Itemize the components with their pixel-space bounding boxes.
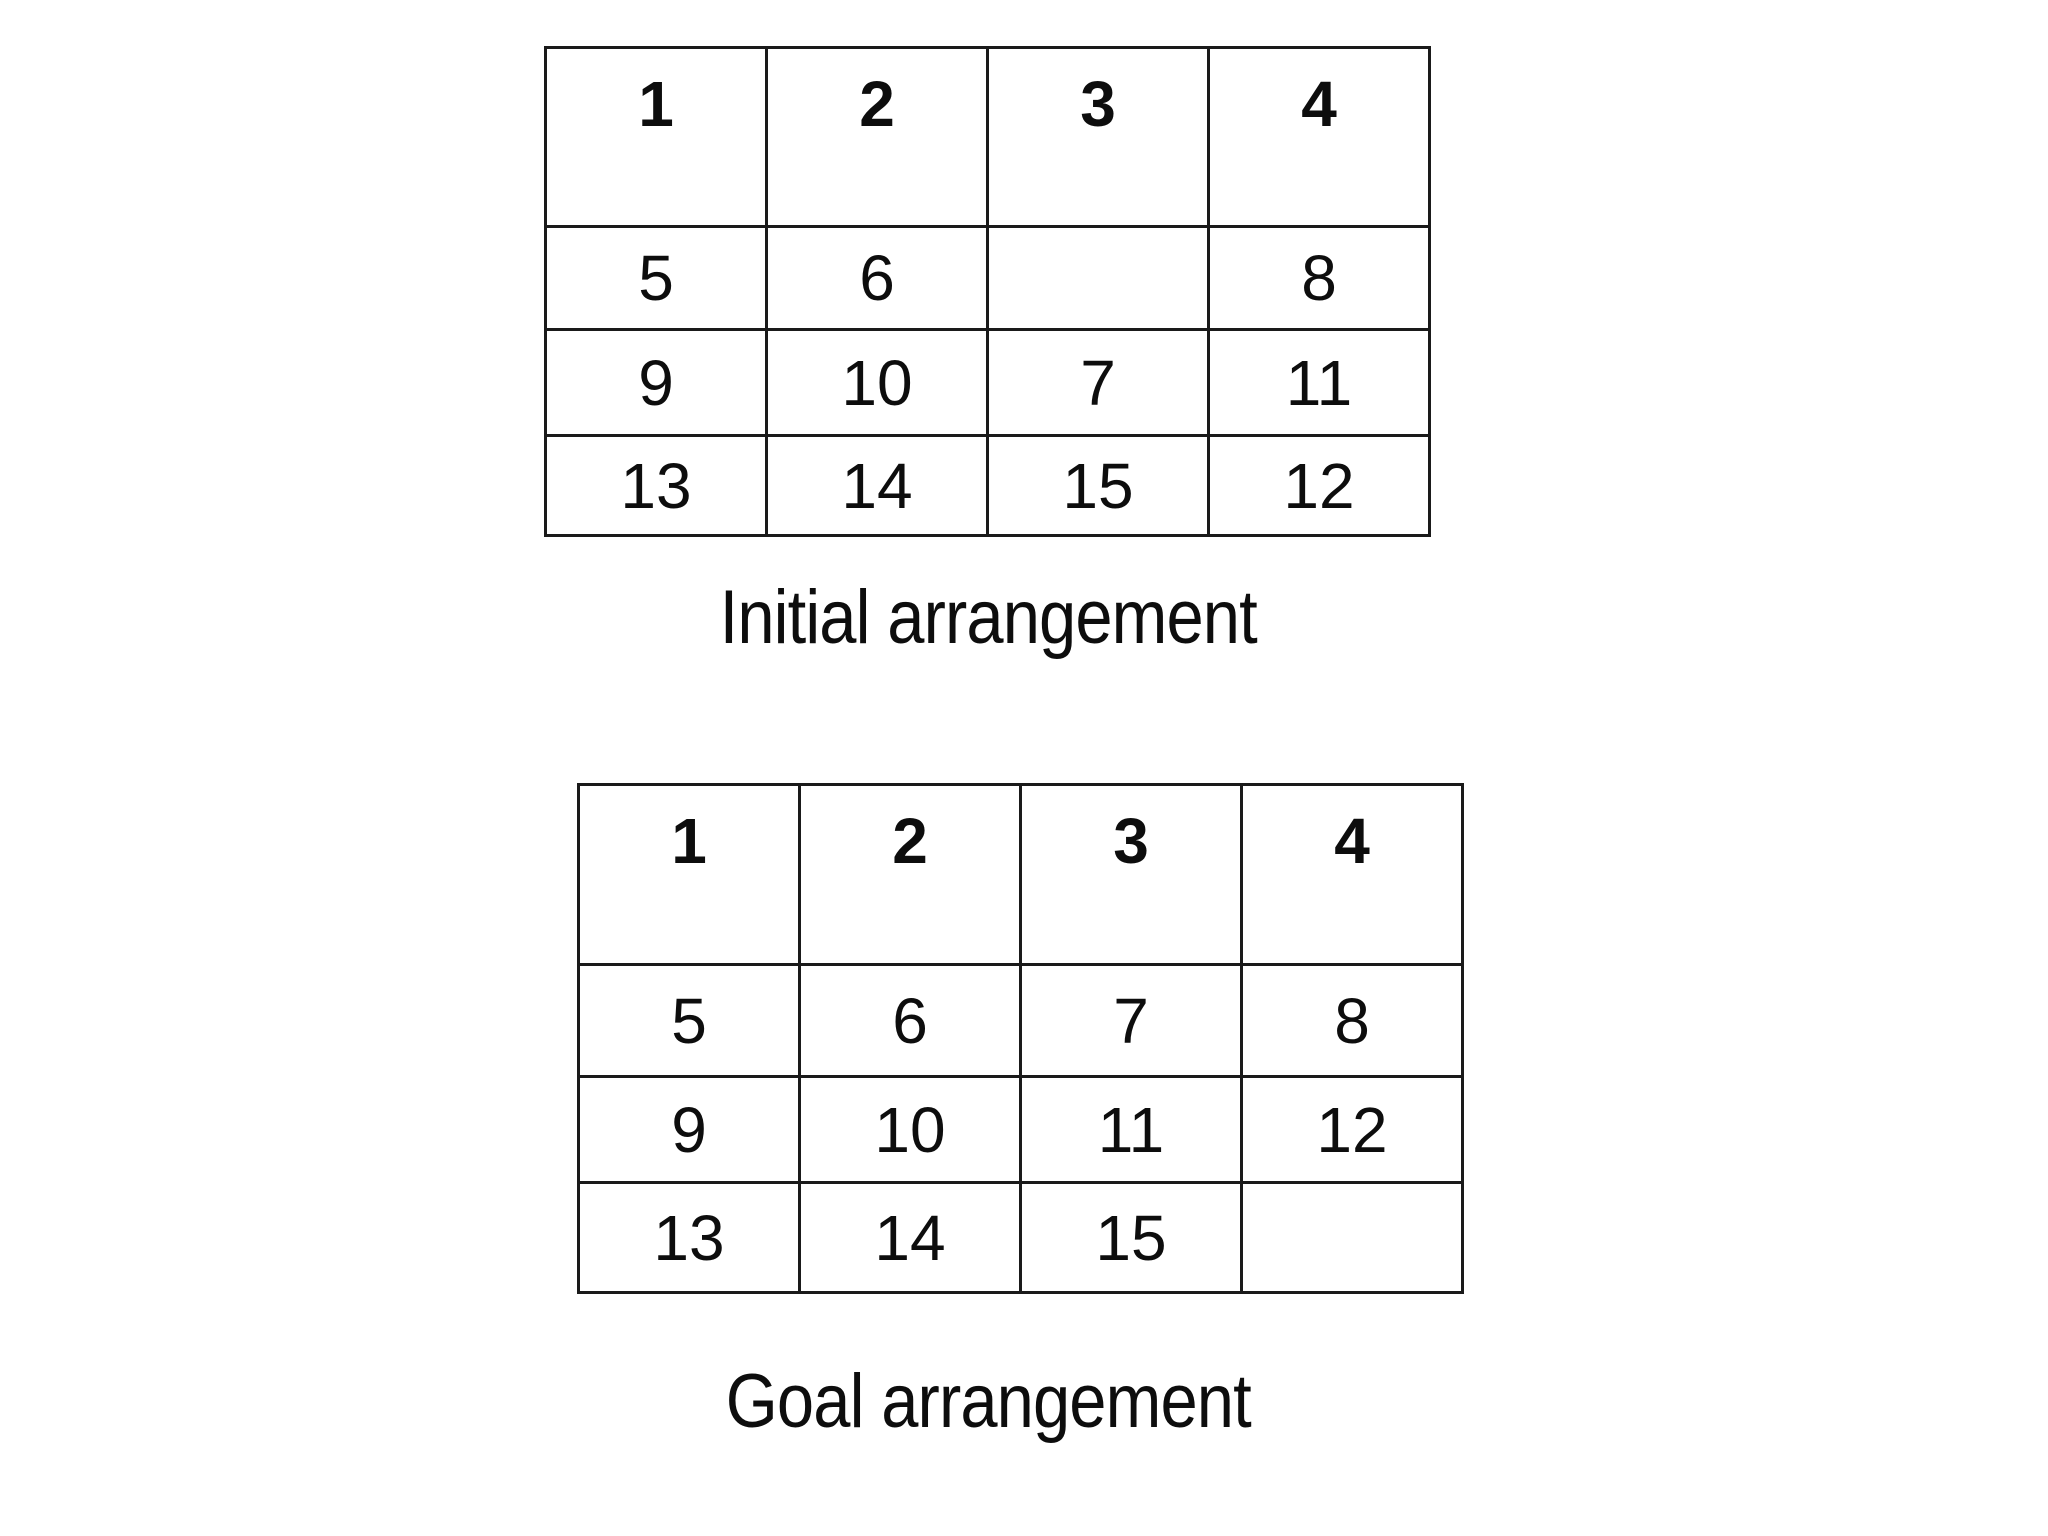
- initial-header-cell: 2: [765, 46, 989, 228]
- initial-tile: 15: [986, 434, 1210, 537]
- goal-header-cell: 1: [577, 783, 801, 966]
- initial-tile: 6: [765, 225, 989, 331]
- initial-tile: 9: [544, 328, 768, 437]
- goal-header-cell: 4: [1240, 783, 1464, 966]
- goal-tile: 11: [1019, 1075, 1243, 1184]
- goal-tile: 7: [1019, 963, 1243, 1078]
- initial-tile: 7: [986, 328, 1210, 437]
- initial-row: 13 14 15 12: [544, 434, 1431, 537]
- goal-tile: 6: [798, 963, 1022, 1078]
- goal-caption: Goal arrangement: [488, 1358, 1488, 1445]
- initial-row: 5 6 8: [544, 225, 1431, 331]
- initial-tile: 8: [1207, 225, 1431, 331]
- initial-tile: 12: [1207, 434, 1431, 537]
- initial-caption-text: Initial arrangement: [719, 575, 1257, 660]
- goal-tile: 9: [577, 1075, 801, 1184]
- goal-tile: 8: [1240, 963, 1464, 1078]
- initial-header-cell: 4: [1207, 46, 1431, 228]
- goal-tile: 12: [1240, 1075, 1464, 1184]
- goal-tile: 14: [798, 1181, 1022, 1294]
- initial-empty-cell: [986, 225, 1210, 331]
- goal-row: 13 14 15: [577, 1181, 1464, 1294]
- goal-tile: 15: [1019, 1181, 1243, 1294]
- goal-header-cell: 3: [1019, 783, 1243, 966]
- goal-arrangement-grid: 1 2 3 4 5 6 7 8 9 10 11 12 13 14 15: [577, 783, 1464, 1294]
- initial-tile: 5: [544, 225, 768, 331]
- goal-empty-cell: [1240, 1181, 1464, 1294]
- initial-tile: 13: [544, 434, 768, 537]
- goal-tile: 5: [577, 963, 801, 1078]
- initial-row: 9 10 7 11: [544, 328, 1431, 437]
- initial-header-cell: 1: [544, 46, 768, 228]
- goal-tile: 13: [577, 1181, 801, 1294]
- initial-header-row: 1 2 3 4: [544, 46, 1431, 228]
- initial-tile: 14: [765, 434, 989, 537]
- goal-row: 9 10 11 12: [577, 1075, 1464, 1184]
- goal-header-cell: 2: [798, 783, 1022, 966]
- initial-tile: 11: [1207, 328, 1431, 437]
- goal-caption-text: Goal arrangement: [725, 1359, 1251, 1444]
- initial-arrangement-grid: 1 2 3 4 5 6 8 9 10 7 11 13 14 15 12: [544, 46, 1431, 537]
- goal-tile: 10: [798, 1075, 1022, 1184]
- initial-tile: 10: [765, 328, 989, 437]
- initial-caption: Initial arrangement: [488, 574, 1488, 661]
- goal-header-row: 1 2 3 4: [577, 783, 1464, 966]
- goal-row: 5 6 7 8: [577, 963, 1464, 1078]
- initial-header-cell: 3: [986, 46, 1210, 228]
